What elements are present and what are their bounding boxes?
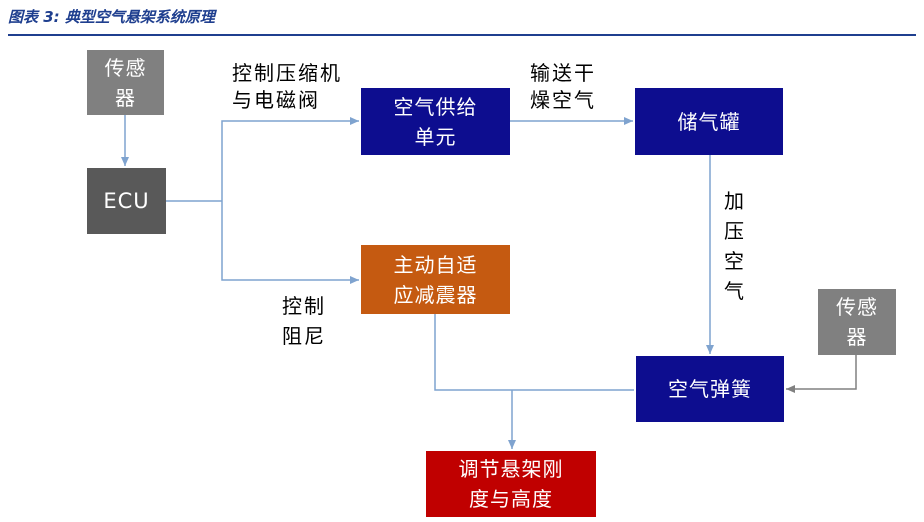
title-rule (8, 34, 916, 36)
arrow-sensor-to-spring (786, 355, 857, 393)
label-pressurized-air-1: 加 (724, 189, 746, 213)
figure-title: 图表 3: 典型空气悬架系统原理 (8, 8, 215, 26)
label-pressurized-air-4: 气 (724, 279, 746, 303)
line-damper-down (434, 314, 634, 391)
air-tank-box: 储气罐 (635, 88, 783, 155)
air-spring-box: 空气弹簧 (636, 356, 784, 422)
label-dry-air-line-2: 燥空气 (530, 88, 596, 112)
air-spring-label: 空气弹簧 (668, 377, 752, 401)
ecu-label: ECU (103, 189, 150, 213)
label-control-damping-line-1: 控制 (282, 294, 326, 318)
result-box: 调节悬架刚 度与高度 (426, 451, 596, 517)
label-pressurized-air-3: 空 (724, 249, 746, 273)
damper-line-1: 主动自适 (393, 252, 478, 277)
damper-line-2: 应减震器 (393, 282, 478, 307)
label-dry-air: 输送干 燥空气 (530, 60, 596, 114)
sensor-left-line-1: 传感 (104, 55, 147, 80)
damper-box: 主动自适 应减震器 (361, 245, 510, 314)
result-line-1: 调节悬架刚 (458, 457, 564, 481)
arrow-ecu-to-supply (221, 117, 359, 201)
label-control-compressor: 控制压缩机 与电磁阀 (232, 60, 342, 114)
label-control-compressor-line-1: 控制压缩机 (232, 61, 342, 85)
sensor-right-line-1: 传感 (836, 295, 878, 319)
air-supply-line-1: 空气供给 (393, 94, 478, 119)
result-line-2: 度与高度 (469, 487, 553, 511)
air-supply-line-2: 单元 (414, 124, 457, 149)
label-control-damping: 控制 阻尼 (282, 291, 326, 351)
label-control-damping-line-2: 阻尼 (282, 324, 326, 348)
sensor-right-box: 传感 器 (818, 289, 896, 355)
air-supply-box: 空气供给 单元 (361, 88, 510, 155)
sensor-right-line-2: 器 (846, 325, 868, 349)
sensor-left-line-2: 器 (115, 85, 136, 110)
label-dry-air-line-1: 输送干 (530, 61, 596, 85)
label-control-compressor-line-2: 与电磁阀 (232, 88, 320, 112)
label-pressurized-air: 加 压 空 气 (724, 186, 746, 306)
label-pressurized-air-2: 压 (724, 219, 746, 243)
air-tank-label: 储气罐 (677, 109, 741, 134)
ecu-box: ECU (87, 168, 166, 234)
sensor-left-box: 传感 器 (87, 50, 164, 115)
arrow-ecu-to-damper (221, 201, 359, 284)
